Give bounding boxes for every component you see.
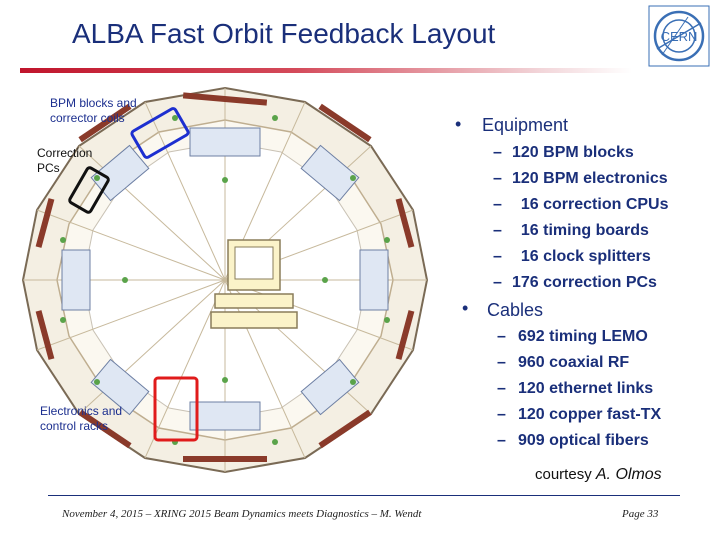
equipment-item: 16 timing boards [512,222,649,239]
equipment-item: 176 correction PCs [512,274,657,291]
title-underline [20,68,632,73]
equipment-item: 120 BPM blocks [512,144,634,161]
cable-item: 120 ethernet links [518,380,654,397]
corrector-markers [60,115,390,445]
rack-highlight-box [153,376,199,442]
dash: – [493,196,502,213]
dash: – [493,170,502,187]
equipment-item: 16 clock splitters [512,248,651,265]
dash: – [493,222,502,239]
cable-item: 120 copper fast-TX [518,406,662,423]
equipment-item: 16 correction CPUs [512,196,669,213]
bullet-dot-equipment: • [455,114,462,134]
equipment-item: 120 BPM electronics [512,170,668,187]
dash: – [497,328,506,345]
footer-citation: November 4, 2015 – XRING 2015 Beam Dynam… [62,508,422,520]
cable-item: 909 optical fibers [518,432,649,449]
dash: – [497,380,506,397]
dash: – [497,432,506,449]
magnet-segments [35,92,415,462]
callout-racks: Electronics and control racks [40,404,123,433]
courtesy-name: A. Olmos [595,466,662,483]
dash: – [493,248,502,265]
callout-bpm: BPM blocks and corrector coils [50,96,137,125]
cable-item: 692 timing LEMO [518,328,648,345]
dash: – [493,274,502,291]
dash: – [493,144,502,161]
courtesy-prefix: courtesy [535,466,592,483]
dash: – [497,354,506,371]
storage-ring-layout-diagram [21,86,429,474]
central-computer [210,239,298,329]
cable-item: 960 coaxial RF [518,354,630,371]
page-title: ALBA Fast Orbit Feedback Layout [72,18,496,49]
bullet-equipment: Equipment [482,115,569,135]
bullet-cables: Cables [487,300,544,320]
bpm-highlight-box [130,107,190,159]
dash: – [497,406,506,423]
cern-logo: CERN [648,5,710,67]
bullet-dot-cables: • [462,298,469,318]
callout-correction-pcs: Correction PCs [37,146,93,175]
cern-logo-text: CERN [661,29,698,44]
page-number: Page 33 [622,508,659,520]
footer-divider [48,495,680,496]
courtesy-credit: courtesy A. Olmos [535,466,662,484]
correction-pc-highlight-box [68,166,110,214]
